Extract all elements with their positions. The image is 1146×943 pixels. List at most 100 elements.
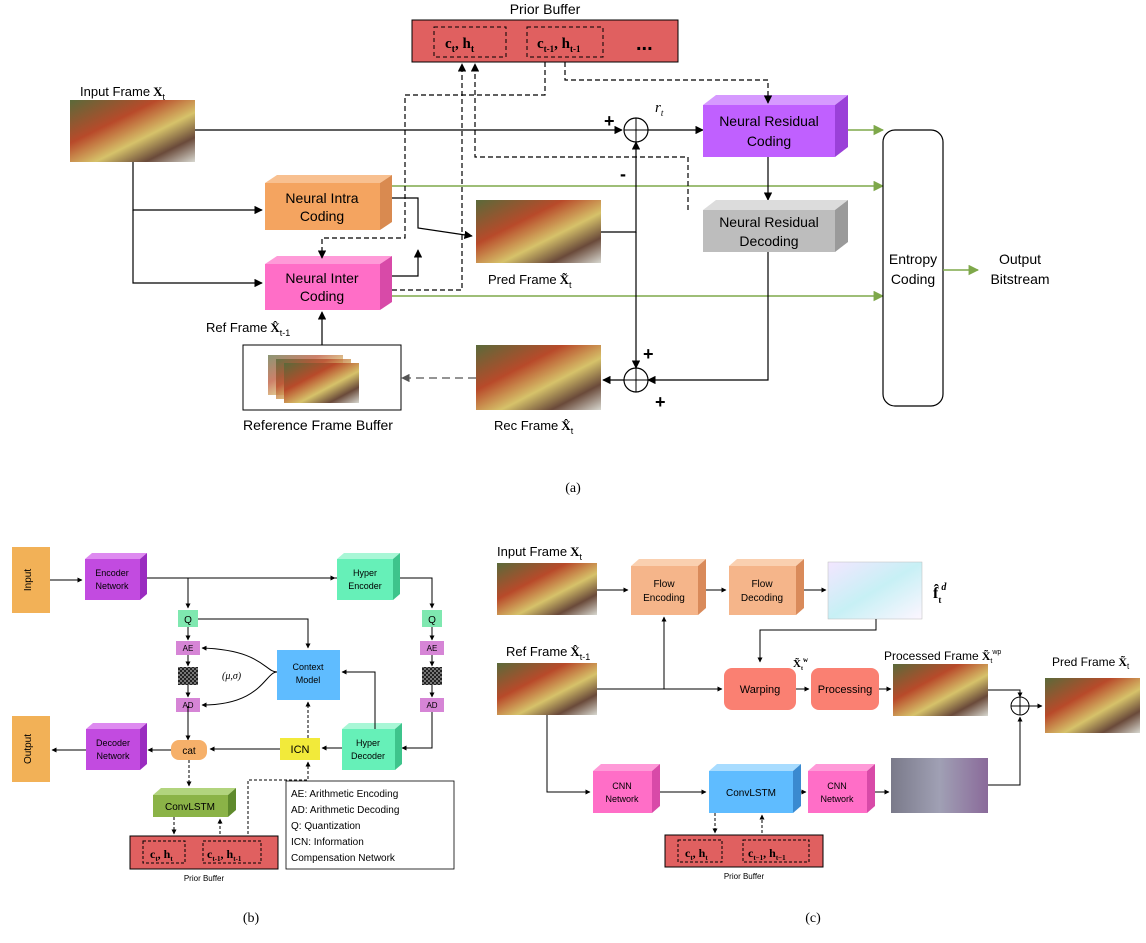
context-line2: Model <box>296 675 321 685</box>
cnn-right-line2: Network <box>820 794 854 804</box>
decoder-network <box>86 729 140 770</box>
hyper-encoder-line2: Encoder <box>348 581 382 591</box>
prior-buffer-c-label: Prior Buffer <box>724 872 765 881</box>
decoder-line1: Decoder <box>96 738 130 748</box>
processing-label: Processing <box>818 684 872 696</box>
plus-sign-residual: + <box>655 392 666 412</box>
processing-block <box>811 668 879 710</box>
hyper-decoder <box>342 729 395 770</box>
neural-residual-decoding-box <box>703 210 835 252</box>
panel-b: Input Encoder Network Hyper Encoder Q AE… <box>12 547 455 926</box>
flow-encoding-line2: Encoding <box>643 593 685 604</box>
cat-label: cat <box>182 746 196 757</box>
ad-right-label: AD <box>426 701 437 710</box>
cat-block <box>171 740 207 760</box>
input-block-label: Input <box>23 569 34 591</box>
entropy-line1: Entropy <box>889 251 937 267</box>
neural-inter-coding-box <box>265 264 380 310</box>
legend-ad: AD: Arithmetic Decoding <box>291 805 399 816</box>
warping-label: Warping <box>740 684 781 696</box>
prior-c-t-1: ct-1, ht-1 <box>537 36 581 54</box>
context-line1: Context <box>292 662 324 672</box>
q-left-label: Q <box>184 615 192 626</box>
ref-frame-c-image <box>497 663 597 715</box>
residual-coding-line1: Neural Residual <box>719 113 819 129</box>
input-block <box>12 547 50 613</box>
flow-map-image <box>827 561 923 620</box>
ad-left <box>176 698 200 712</box>
output-block-label: Output <box>23 734 34 764</box>
rec-frame-image <box>476 345 601 410</box>
flow-encoding-line1: Flow <box>653 579 675 590</box>
reference-frame-buffer-label: Reference Frame Buffer <box>243 417 393 433</box>
output-block <box>12 716 50 782</box>
warp-symbol: X̃tw <box>793 656 809 672</box>
bitstream-right <box>422 667 442 685</box>
legend-box <box>285 780 455 870</box>
neural-intra-line2: Coding <box>300 208 344 224</box>
entropy-coding-box <box>882 129 944 407</box>
flow-decoding <box>729 566 796 615</box>
ae-right-label: AE <box>427 644 438 653</box>
hyper-decoder-line1: Hyper <box>356 738 380 748</box>
legend-icn: ICN: Information <box>291 837 364 848</box>
convlstm-b <box>153 795 228 817</box>
entropy-line2: Coding <box>891 271 935 287</box>
cnn-network-right <box>808 771 867 813</box>
residual-decoding-line2: Decoding <box>739 233 798 249</box>
legend-icn-2: Compensation Network <box>291 853 396 864</box>
prior-c-t: ct, ht <box>445 36 475 55</box>
residual-refinement-image <box>891 758 988 813</box>
minus-sign: - <box>620 164 626 184</box>
quantize-left <box>178 610 198 627</box>
flow-symbol: f̂td <box>933 582 947 605</box>
caption-b: (b) <box>243 911 260 926</box>
input-frame-image <box>70 100 195 162</box>
input-frame-c-image <box>497 563 597 615</box>
q-right-label: Q <box>428 615 436 626</box>
residual-coding-line2: Coding <box>747 133 791 149</box>
prior-cell-current <box>433 26 507 58</box>
output-bitstream-line1: Output <box>999 251 1041 267</box>
neural-inter-line1: Neural Inter <box>285 270 358 286</box>
convlstm-b-label: ConvLSTM <box>165 802 215 813</box>
plus-sign-pred: + <box>643 344 654 364</box>
ae-left <box>176 641 200 655</box>
svg-text:ct-1, ht-1: ct-1, ht-1 <box>207 847 242 863</box>
ae-left-label: AE <box>183 644 194 653</box>
pred-frame-c-image <box>1045 678 1140 733</box>
bitstream-left <box>178 667 198 685</box>
encoder-line2: Network <box>95 581 129 591</box>
prior-ellipsis: ... <box>636 33 653 55</box>
processed-frame-image <box>893 664 988 716</box>
hyper-encoder <box>337 559 393 600</box>
encoder-line1: Encoder <box>95 568 129 578</box>
icn-label: ICN <box>291 744 310 756</box>
plus-sign-input: + <box>604 111 615 131</box>
quantize-right <box>422 610 442 627</box>
hyper-encoder-line1: Hyper <box>353 568 377 578</box>
neural-intra-coding-box <box>265 183 380 230</box>
caption-a: (a) <box>565 481 581 496</box>
panel-a: Prior Buffer ct, ht ct-1, ht-1 ... Input… <box>70 1 1050 496</box>
residual-label: rt <box>655 100 664 118</box>
flow-decoding-line2: Decoding <box>741 593 783 604</box>
mu-sigma-label: (μ,σ) <box>222 671 242 682</box>
prior-buffer-b-label: Prior Buffer <box>184 874 225 883</box>
flow-decoding-line1: Flow <box>751 579 773 590</box>
legend-ae: AE: Arithmetic Encoding <box>291 789 398 800</box>
convlstm-c <box>709 771 793 813</box>
prior-cell-previous <box>526 26 604 58</box>
hyper-decoder-line2: Decoder <box>351 751 385 761</box>
prior-buffer-title: Prior Buffer <box>510 1 581 17</box>
cnn-right-line1: CNN <box>827 781 847 791</box>
pred-frame-image <box>476 200 601 263</box>
